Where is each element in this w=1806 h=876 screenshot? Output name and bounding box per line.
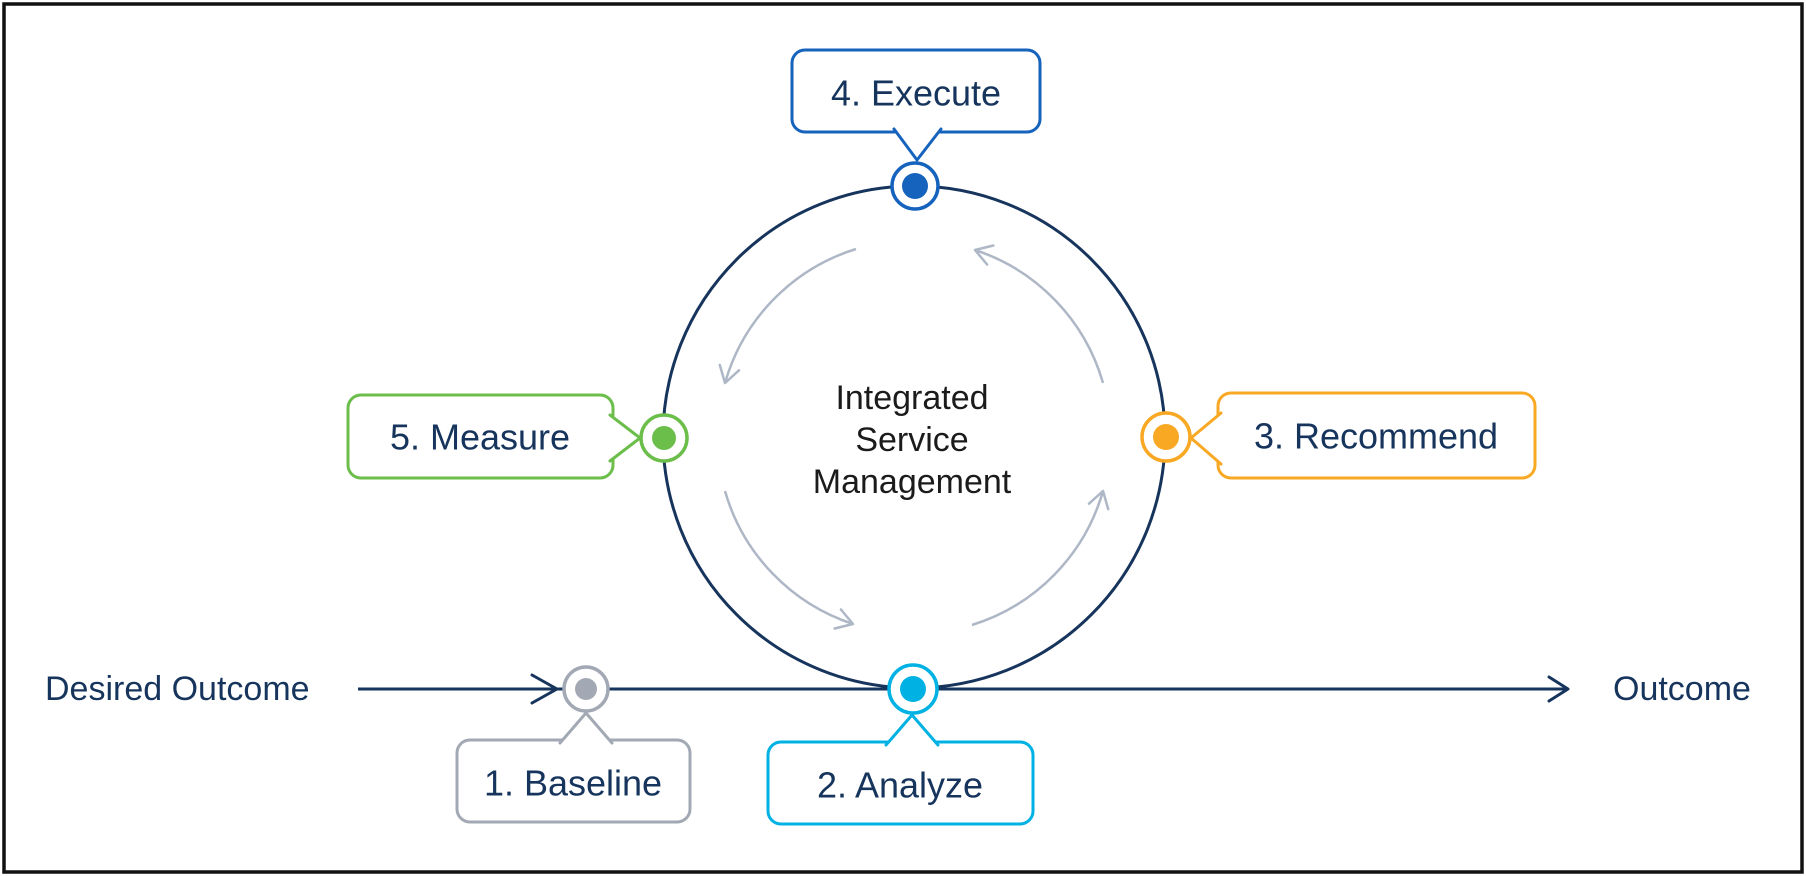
arc-recommend-to-execute-icon	[973, 244, 1105, 384]
outcome-label: Outcome	[1613, 670, 1751, 708]
execute-callout-label: 4. Execute	[831, 73, 1001, 114]
analyze-callout-pointer	[884, 713, 940, 747]
analyze-node-dot	[900, 676, 926, 702]
analyze-callout-label: 2. Analyze	[817, 765, 983, 806]
analyze-callout: 2. Analyze	[766, 713, 1035, 826]
baseline-callout: 1. Baseline	[455, 711, 692, 824]
recommend-node	[1140, 411, 1192, 463]
arc-analyze-to-recommend-icon	[971, 489, 1110, 627]
measure-callout-label: 5. Measure	[390, 417, 570, 458]
baseline-node	[562, 665, 610, 713]
execute-node-dot	[902, 173, 928, 199]
recommend-callout-label: 3. Recommend	[1254, 416, 1498, 457]
measure-node	[639, 413, 689, 463]
recommend-callout-pointer	[1189, 411, 1223, 466]
center-label-line1: Integrated	[835, 379, 988, 417]
center-label-line3: Management	[813, 463, 1012, 501]
analyze-node	[887, 663, 939, 715]
recommend-node-dot	[1153, 424, 1179, 450]
measure-callout: 5. Measure	[346, 393, 642, 480]
desired-outcome-label: Desired Outcome	[45, 670, 310, 708]
baseline-node-dot	[575, 678, 597, 700]
execute-callout-pointer	[892, 127, 943, 162]
measure-node-dot	[652, 426, 676, 450]
recommend-callout: 3. Recommend	[1189, 391, 1537, 480]
center-label-line2: Service	[855, 421, 968, 459]
arc-measure-to-analyze-icon	[723, 490, 855, 630]
baseline-callout-pointer	[558, 711, 614, 745]
center-label: Integrated Service Management	[813, 379, 1012, 501]
execute-node	[890, 161, 940, 211]
execute-callout: 4. Execute	[790, 48, 1042, 162]
arc-execute-to-measure-icon	[718, 247, 857, 385]
baseline-callout-label: 1. Baseline	[484, 763, 662, 804]
flow-mid-arrowhead-icon	[530, 673, 559, 705]
measure-callout-pointer	[608, 413, 642, 463]
